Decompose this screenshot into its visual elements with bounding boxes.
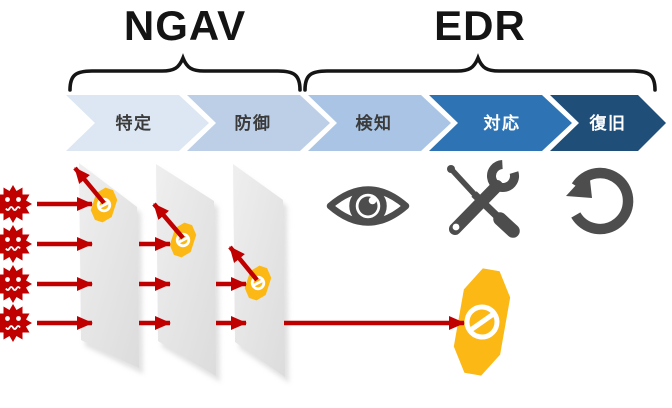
chevron-respond	[429, 95, 572, 151]
chevron-protect-label: 防御	[235, 113, 272, 133]
breach-slash-badge-icon	[453, 268, 511, 376]
chevron-detect-label: 検知	[356, 113, 393, 133]
malware-icon-2	[0, 224, 33, 264]
process-flow: 特定 防御 検知 対応 復旧	[66, 95, 666, 151]
deflected-arrow-1	[73, 166, 106, 205]
deflected-arrow-2	[152, 202, 185, 240]
ngav-brace	[68, 53, 302, 92]
chevron-identify	[66, 95, 209, 151]
deflected-arrow-3	[228, 245, 259, 282]
edr-title: EDR	[434, 2, 526, 49]
attack-arrows	[37, 166, 465, 330]
chevron-detect	[308, 95, 451, 151]
barrier-panel-2	[156, 164, 216, 376]
malware-icon-3	[0, 264, 33, 304]
chevron-respond-label: 対応	[483, 113, 521, 133]
ngav-title: NGAV	[123, 2, 247, 49]
screwdriver-wrench-icon	[447, 160, 520, 238]
restore-arrow-icon	[566, 167, 634, 235]
chevron-recover-label: 復旧	[589, 113, 627, 133]
chevron-identify-label: 特定	[116, 113, 153, 133]
chevron-protect	[187, 95, 330, 151]
edr-brace	[303, 53, 657, 92]
eye-icon	[326, 186, 410, 226]
chevron-recover	[550, 95, 666, 151]
malware-icon-1	[0, 184, 33, 224]
malware-icon-4	[0, 303, 33, 343]
